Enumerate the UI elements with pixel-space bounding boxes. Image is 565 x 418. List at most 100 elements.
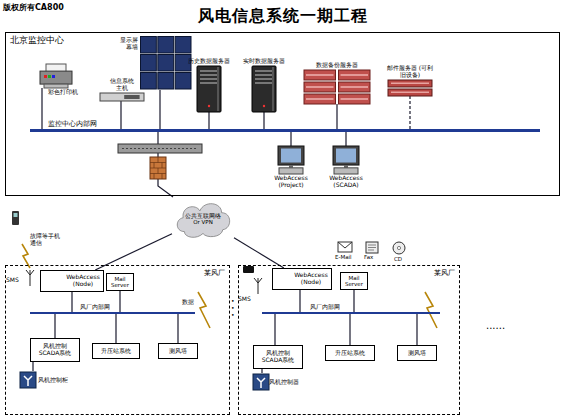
display-screen	[158, 37, 174, 54]
rack-unit	[339, 70, 371, 80]
system-box: WebAccess (Node)	[272, 268, 332, 290]
drive-bay	[200, 74, 217, 76]
display-screen	[175, 73, 191, 90]
annotation-label: SMS	[6, 277, 26, 284]
connector-line	[416, 314, 417, 345]
node-label: 北京监控中心	[10, 35, 90, 45]
node-label: 风厂内部网	[310, 304, 350, 311]
system-box: WebAccess (Node)	[40, 270, 104, 292]
system-box: 风机控制 SCADA系统	[253, 345, 303, 369]
node-label: 风机控制 SCADA系统	[255, 350, 301, 364]
node-label: 某风厂	[415, 269, 455, 277]
connector-line	[71, 292, 72, 312]
drive-bay	[255, 78, 272, 80]
connector-line	[234, 238, 284, 268]
annotation-label: CD	[394, 256, 406, 262]
fax-icon	[366, 242, 378, 253]
phone-symbol	[243, 266, 254, 273]
system-box: 升压站系统	[92, 343, 140, 359]
printer-body	[40, 71, 72, 84]
rack-stripe	[341, 74, 369, 76]
controller-mark	[257, 378, 265, 388]
server-tower-shape	[197, 66, 221, 112]
connector-line	[54, 314, 55, 338]
workstation: WebAccess (Project)	[276, 146, 306, 174]
bus-line	[30, 129, 540, 132]
connector-line	[159, 90, 160, 129]
drive-bay	[255, 82, 272, 84]
connector-line	[115, 314, 116, 343]
display-screen	[158, 73, 174, 90]
power-light	[263, 105, 265, 107]
display-screen	[141, 55, 157, 72]
node-label: WebAccess (Node)	[65, 274, 101, 288]
rack-unit	[304, 82, 336, 92]
system-box: 风机控制 SCADA系统	[30, 338, 80, 362]
connector-line	[336, 104, 337, 129]
host-case	[100, 93, 144, 101]
mobile-phone	[12, 211, 19, 225]
network-bus-shape	[30, 129, 540, 132]
host-computer: 信息系统主机	[100, 93, 144, 101]
backup-server-rack-shape	[304, 70, 370, 104]
node-label: 数据备份服务器	[302, 62, 372, 69]
connector-line	[119, 291, 120, 312]
node-label: 显示屏幕墙	[118, 37, 138, 51]
system-box: 测风塔	[397, 345, 437, 361]
node-label: 升压站系统	[94, 348, 138, 355]
connector-line	[409, 96, 410, 129]
computer-base	[279, 168, 303, 174]
node-label: 彩色打印机	[48, 89, 80, 96]
network-bus: 监控中心内部网	[30, 129, 540, 132]
server-edge	[272, 67, 274, 111]
antenna-symbol	[26, 270, 34, 286]
antenna-symbol	[254, 278, 262, 294]
node-label: 测风塔	[399, 350, 435, 357]
rack-stripe	[341, 86, 369, 88]
node-label: 某风厂	[185, 269, 225, 277]
annotation-label: • • •	[231, 298, 236, 319]
rack-unit	[304, 70, 336, 80]
rack-stripe	[306, 98, 334, 100]
cloud-outline	[177, 204, 229, 238]
system-box: 升压站系统	[325, 345, 375, 361]
display-wall-shape	[140, 36, 192, 90]
backup-server-rack: 数据备份服务器	[304, 70, 370, 104]
system-box: Mail Server	[340, 272, 368, 290]
annotation-label: 数据	[182, 299, 198, 306]
network-bus: 风厂内部网	[262, 312, 440, 314]
wind-farm-frame: WebAccess (Node) Mail Server 风厂内部网风机控制 SCA…	[238, 265, 460, 415]
connector-line	[345, 132, 346, 146]
node-label: 实时数据服务器	[234, 58, 294, 65]
monitoring-center-frame: 显示屏幕墙信息系统主机彩色打印机历史数据服务器实时数据服务器数据备份服务器邮件服…	[5, 32, 560, 196]
server-case	[197, 66, 221, 112]
connector-line	[32, 362, 33, 371]
drive-bay	[255, 70, 272, 72]
node-label: 风机控制 SCADA系统	[32, 343, 78, 357]
monitor	[333, 146, 359, 165]
node-label: 历史数据服务器	[179, 58, 239, 65]
rack-unit	[339, 94, 371, 104]
display-screen	[141, 37, 157, 54]
rack-stripe	[341, 98, 369, 100]
drive-bay	[200, 78, 217, 80]
phone-screen	[14, 213, 18, 217]
host-computer-shape	[100, 93, 144, 101]
connector-line	[349, 314, 350, 345]
node-label: 公共互联网络 Or VPN	[185, 213, 221, 226]
bus-line	[30, 312, 195, 314]
display-screen	[158, 55, 174, 72]
connector-line	[274, 314, 275, 345]
mail-server-rack: 邮件服务器 (可利旧设备)	[388, 80, 432, 96]
workstation-shape	[331, 146, 361, 174]
node-label: Mail Server	[108, 276, 132, 289]
node-label: 升压站系统	[328, 350, 372, 357]
node-label: WebAccess (Node)	[293, 272, 329, 286]
cd-hole	[397, 246, 400, 249]
server-tower-shape	[252, 66, 276, 112]
monitor-screen	[336, 149, 356, 163]
drive-bay	[255, 74, 272, 76]
node-label: 风机控制器	[269, 379, 309, 386]
